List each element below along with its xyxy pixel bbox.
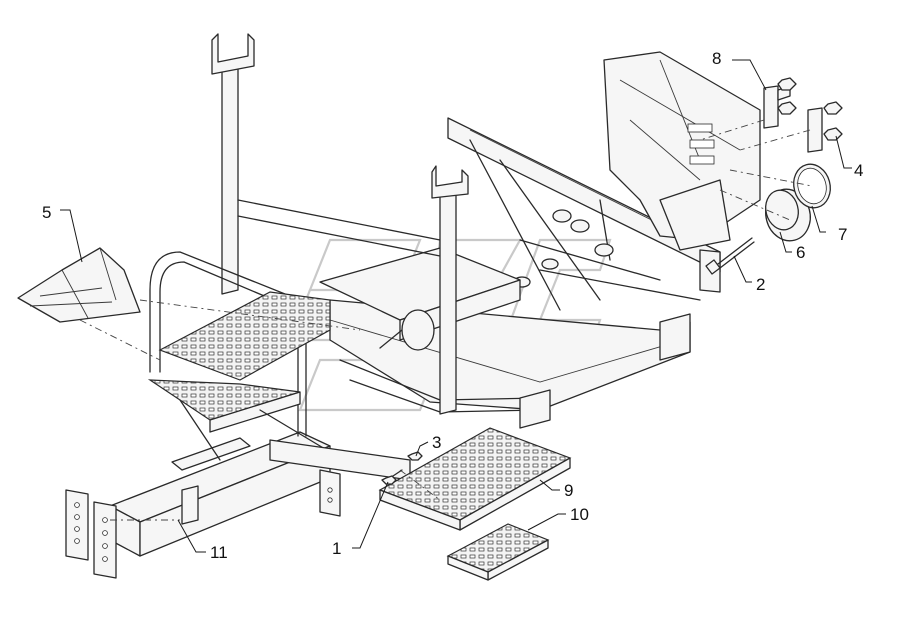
part-3-nut — [407, 451, 423, 461]
callout-3: 3 — [432, 433, 441, 452]
platform-with-railing — [147, 251, 411, 517]
frame-post-left — [211, 33, 441, 295]
part-10-small-step-grate — [446, 523, 550, 581]
callout-8: 8 — [712, 49, 721, 68]
callout-11: 11 — [210, 543, 228, 562]
part-1-bolt — [381, 469, 403, 485]
callout-2: 2 — [756, 275, 765, 294]
callout-1: 1 — [332, 539, 341, 558]
callout-4: 4 — [854, 161, 863, 180]
part-6-sleeve — [765, 188, 811, 242]
part-2-bolt — [705, 237, 755, 275]
callout-6: 6 — [796, 243, 805, 262]
callout-10: 10 — [570, 505, 589, 524]
part-5-wheel-chocks — [17, 247, 141, 323]
callout-7: 7 — [838, 225, 847, 244]
callout-labels: 5 8 4 7 6 2 3 9 10 11 1 — [42, 49, 863, 562]
callout-9: 9 — [564, 481, 573, 500]
frame-post-center — [431, 165, 469, 415]
leader-lines — [60, 59, 852, 553]
part-8-plates — [763, 77, 843, 153]
alignment-lines — [79, 119, 813, 521]
part-9-step-grate — [378, 427, 572, 531]
part-7-ring — [793, 163, 831, 209]
main-frame — [319, 117, 721, 429]
hitch-bracket-assembly — [603, 51, 761, 251]
callout-5: 5 — [42, 203, 51, 222]
